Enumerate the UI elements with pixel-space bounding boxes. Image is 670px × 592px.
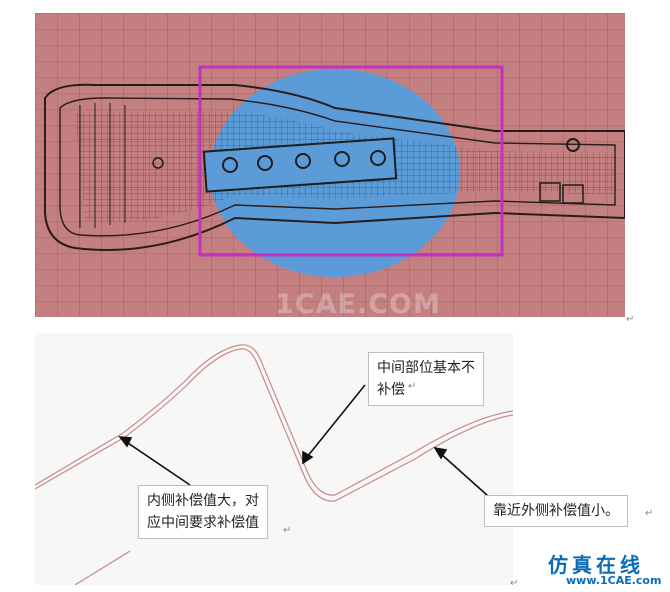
part-outline <box>44 83 625 251</box>
selection-box <box>198 65 504 257</box>
callout-inner-line-2: 应中间要求补偿值 <box>147 515 259 531</box>
logo-title: 仿真在线 <box>548 553 644 577</box>
bolt-holes <box>152 138 580 173</box>
mesh-drawing <box>35 13 625 317</box>
callout-inner-line-1: 内侧补偿值大，对 <box>147 493 259 509</box>
watermark: 1CAE.COM <box>275 289 441 317</box>
paragraph-mark: ↵ <box>626 314 635 325</box>
callout-outer: 靠近外侧补偿值小。 <box>484 495 628 527</box>
callout-inner: 内侧补偿值大，对 应中间要求补偿值 <box>138 485 268 539</box>
paragraph-mark: ↵ <box>645 508 654 519</box>
callout-outer-line-1: 靠近外侧补偿值小。 <box>493 503 619 519</box>
callout-arrows <box>118 384 489 497</box>
callout-middle-line-1: 中间部位基本不 <box>377 360 475 376</box>
callout-middle-line-2: 补偿 <box>377 382 405 398</box>
paragraph-mark: ↵ <box>510 578 519 589</box>
paragraph-mark: ↵ <box>408 381 417 392</box>
cae-mesh-figure: 1CAE.COM <box>35 13 625 317</box>
flange-strip <box>202 137 398 193</box>
callout-middle: 中间部位基本不 补偿 <box>368 352 484 406</box>
site-logo: 仿真在线 www.1CAE.com <box>534 549 666 589</box>
paragraph-mark: ↵ <box>283 525 292 536</box>
logo-url: www.1CAE.com <box>566 574 662 587</box>
profile-curve <box>35 344 513 585</box>
